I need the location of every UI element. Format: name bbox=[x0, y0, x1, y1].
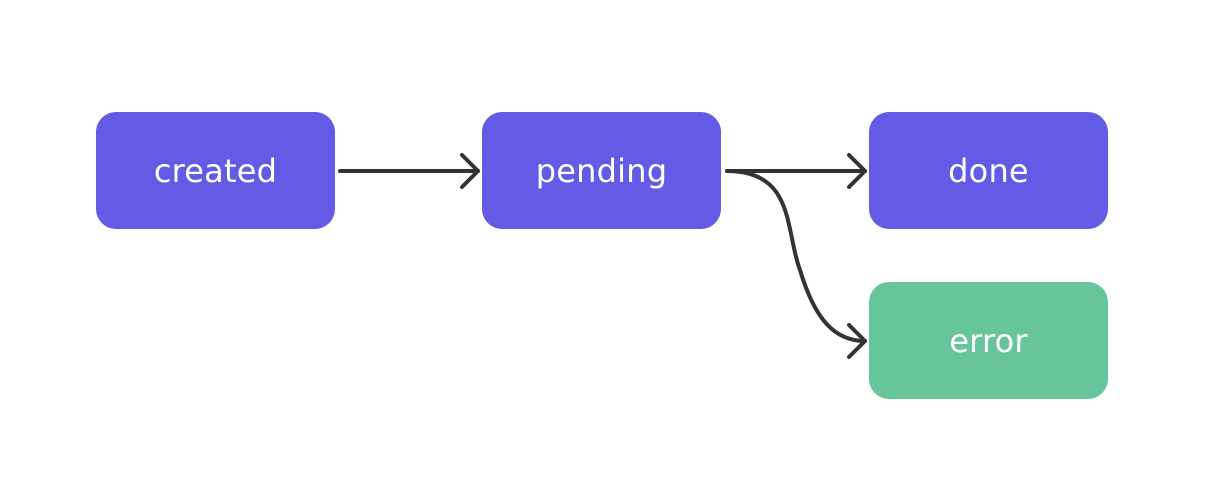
edge-pending-to-error bbox=[725, 169, 867, 343]
node-created: created bbox=[96, 112, 335, 229]
node-error-label: error bbox=[949, 321, 1028, 360]
node-done: done bbox=[869, 112, 1108, 229]
node-error: error bbox=[869, 282, 1108, 399]
node-done-label: done bbox=[948, 151, 1029, 190]
arrowhead-pending-to-error bbox=[847, 323, 867, 359]
node-created-label: created bbox=[153, 151, 278, 190]
arrowhead-pending-to-done bbox=[847, 153, 867, 189]
arrowhead-created-to-pending bbox=[460, 153, 480, 189]
node-pending-label: pending bbox=[535, 151, 668, 190]
node-pending: pending bbox=[482, 112, 721, 229]
